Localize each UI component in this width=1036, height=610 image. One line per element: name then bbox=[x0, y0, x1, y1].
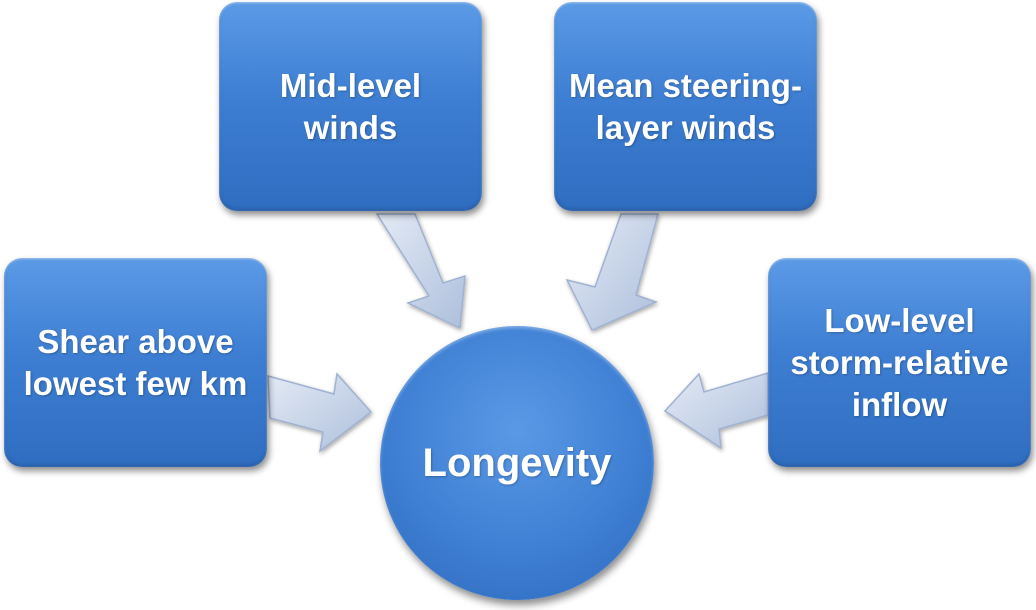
factor-label: Shear above lowest few km bbox=[23, 322, 248, 402]
factor-label: Mid-level winds bbox=[279, 66, 422, 146]
factor-box-mid-level-winds: Mid-level winds bbox=[219, 2, 482, 211]
arrow-inflow-to-center bbox=[663, 371, 769, 450]
factor-label: Low-level storm-relative inflow bbox=[790, 301, 1009, 423]
arrow-shear-to-center bbox=[267, 372, 373, 453]
center-node-longevity: Longevity bbox=[380, 326, 654, 600]
center-label: Longevity bbox=[422, 440, 612, 485]
arrow-mid-level-to-center bbox=[375, 213, 466, 330]
factor-box-low-level-storm-relative-inflow: Low-level storm-relative inflow bbox=[768, 258, 1031, 467]
factor-box-mean-steering-layer-winds: Mean steering-layer winds bbox=[554, 2, 817, 211]
arrow-steering-to-center bbox=[565, 213, 659, 331]
factor-box-shear-above-lowest-few-km: Shear above lowest few km bbox=[4, 258, 267, 467]
factor-label: Mean steering-layer winds bbox=[569, 66, 802, 146]
